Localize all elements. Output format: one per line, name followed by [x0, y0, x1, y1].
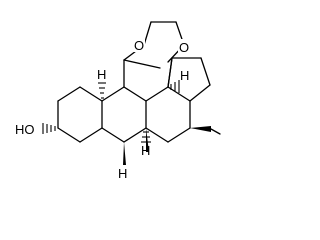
bond	[143, 21, 152, 46]
bond	[123, 86, 147, 102]
label-backdrop	[14, 120, 40, 136]
bond	[200, 57, 211, 86]
wedge-bond-c13-methyl	[190, 126, 211, 132]
bond	[167, 86, 191, 102]
bond	[167, 127, 191, 143]
label-backdrop	[178, 39, 190, 54]
bond	[167, 57, 173, 88]
ketal-ring-bonds	[123, 21, 185, 88]
wedge-bond-c9-h	[123, 142, 126, 165]
bond	[123, 127, 147, 143]
bond	[79, 127, 103, 143]
hash-bond-c14-h	[170, 80, 180, 93]
h-c5-label: H	[97, 67, 106, 82]
bond	[57, 86, 81, 102]
bond	[101, 86, 125, 102]
bond	[145, 127, 169, 143]
h-c8-label: H	[141, 143, 150, 158]
bond	[123, 59, 161, 69]
bond	[189, 84, 211, 102]
stereo-wedges	[123, 126, 221, 165]
wedge-bond-c10	[146, 128, 149, 152]
hash-bond-c5-h	[98, 82, 106, 99]
h-c9-label: H	[118, 166, 127, 181]
ring-c-bonds	[145, 86, 191, 143]
ring-b-bonds	[101, 86, 147, 143]
bond	[57, 127, 81, 143]
label-backdrop	[133, 37, 145, 52]
ring-a-bonds	[57, 86, 103, 143]
h-c14-label: H	[180, 68, 189, 83]
bond	[101, 127, 125, 143]
hash-bond-c8-h	[141, 131, 151, 143]
stereo-hashes	[42, 80, 180, 143]
dioxolane-oxygen-left-label: O	[134, 38, 144, 53]
hydroxyl-label: HO	[15, 122, 35, 137]
atom-labels: HO O O H H H H	[14, 37, 190, 181]
bond	[145, 86, 169, 102]
bond	[79, 86, 103, 102]
steroid-ketal-structure: HO O O H H H H	[14, 21, 221, 181]
bond	[210, 128, 221, 135]
hash-bond-oh	[42, 123, 56, 134]
dioxolane-oxygen-right-label: O	[179, 40, 189, 55]
